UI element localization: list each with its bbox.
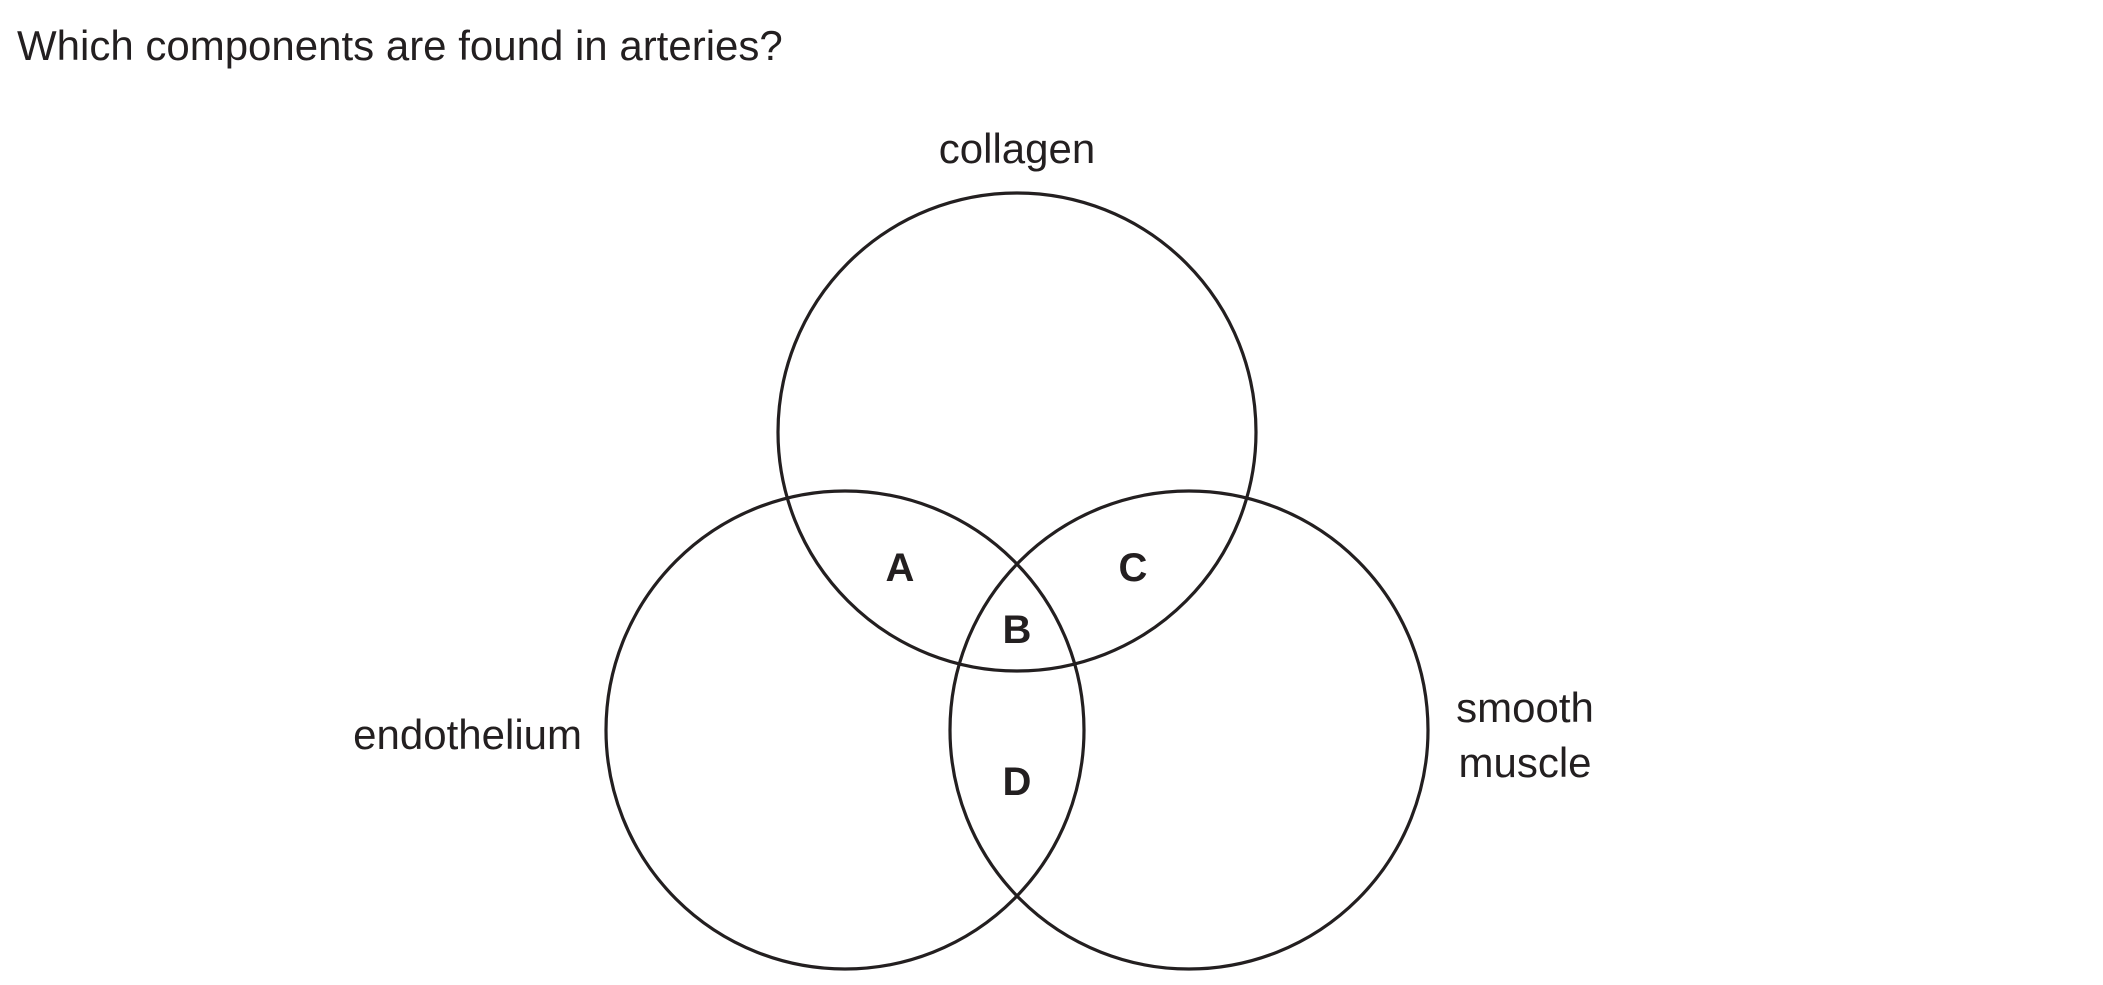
collagen-circle (776, 191, 1258, 673)
collagen-label: collagen (939, 125, 1095, 172)
region-c-label: C (1119, 546, 1148, 590)
region-b-label: B (1003, 608, 1032, 652)
question-text: Which components are found in arteries? (17, 22, 783, 69)
region-d-label: D (1003, 760, 1032, 804)
smooth-muscle-label-line1: smooth (1456, 684, 1594, 731)
endothelium-circle (604, 489, 1086, 971)
smooth-muscle-circle (948, 489, 1430, 971)
endothelium-label: endothelium (353, 711, 582, 758)
region-a-label: A (886, 546, 915, 590)
smooth-muscle-label-line2: muscle (1458, 739, 1591, 786)
